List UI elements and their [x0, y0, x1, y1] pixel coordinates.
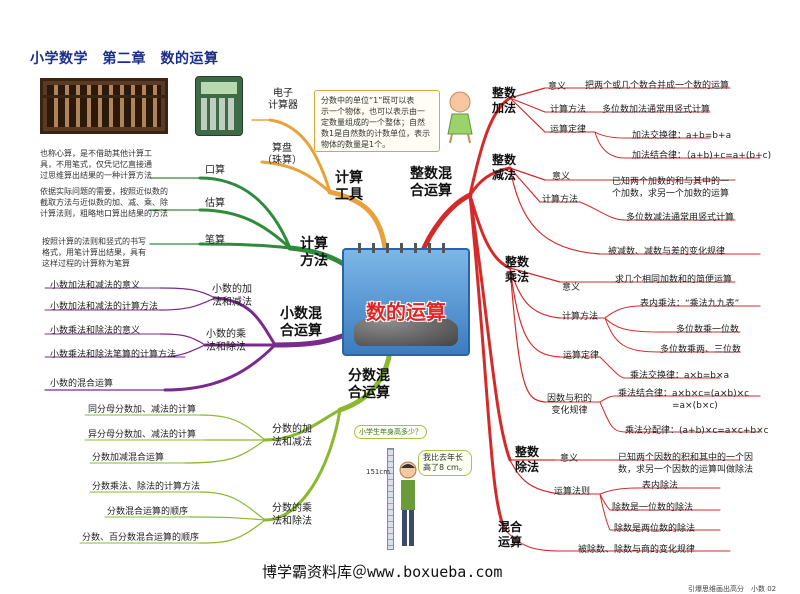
node-integer-subtraction[interactable]: 整数 减法: [492, 153, 517, 182]
node-calc-methods[interactable]: 计算 方法: [300, 236, 328, 269]
page-title: 小学数学 第二章 数的运算: [30, 51, 219, 67]
multiplication-method-3: 多位数乘两、三位数: [660, 345, 742, 355]
node-fraction-mixed[interactable]: 分数混 合运算: [348, 368, 390, 401]
note-text: 分数中的单位“1”既可以表 示一个物体，也可以表示由一 定数量组成的一个整体；自…: [321, 96, 431, 149]
node-fraction-mul-div[interactable]: 分数的乘 法和除法: [272, 503, 312, 527]
fraction-mul-div-item-1: 分数乘法、除法的计算方法: [92, 482, 201, 492]
addition-meaning: 把两个或几个数合并成一个数的运算: [585, 81, 730, 91]
addition-law-label: 运算定律: [550, 125, 587, 135]
subtraction-relation: 被减数、减数与差的变化规律: [608, 247, 726, 257]
written-desc: 按照计算的法则和竖式的书写 格式，用笔计算出结果，具有 这样过程的计算称为笔算: [42, 237, 146, 268]
multiplication-law-commutative: 乘法交换律：a×b=b×a: [630, 371, 730, 381]
addition-commutative: 加法交换律：a+b=b+a: [632, 131, 732, 141]
node-written[interactable]: 笔算: [205, 235, 225, 246]
branch-calc-methods: [149, 176, 348, 268]
stones-image: [354, 312, 458, 346]
node-oral[interactable]: 口算: [205, 165, 225, 176]
addition-method-label: 计算方法: [550, 105, 587, 115]
division-meaning-label: 意义: [560, 454, 579, 464]
division-meaning: 已知两个因数的积和其中的一个因 数，求另一个因数的运算叫做除法: [618, 453, 754, 475]
decimal-add-sub-item-1: 小数加法和减法的意义: [50, 281, 141, 291]
addition-associative: 加法结合律：（a+b)+c=a+(b+c): [632, 151, 772, 161]
node-electronic-calculator[interactable]: 电子 计算器: [268, 88, 298, 111]
fraction-add-sub-item-2: 异分母分数加、减法的计算: [88, 430, 197, 440]
multiplication-meaning: 求几个相同加数和的简便运算: [615, 275, 733, 285]
abacus-image: [40, 78, 168, 134]
girl-illustration: [447, 91, 473, 144]
footer-watermark[interactable]: 博学霸资料库＠www.boxueba.com: [262, 563, 503, 581]
node-decimal-add-sub[interactable]: 小数的加 法和减法: [212, 284, 252, 308]
decimal-mul-div-item-1: 小数乘法和除法的意义: [50, 326, 141, 336]
calendar-rings-icon: [358, 243, 454, 253]
subtraction-meaning-label: 意义: [552, 172, 571, 182]
division-rule-1: 表内除法: [642, 481, 679, 491]
estimate-desc: 依据实际问题的需要，按照近似数的 截取方法与近似数的加、减、乘、除 计算法则，粗…: [40, 187, 168, 218]
addition-meaning-label: 意义: [548, 82, 567, 92]
node-mixed-calc[interactable]: 混合 运算: [498, 520, 523, 549]
node-integer-multiplication[interactable]: 整数 乘法: [505, 255, 530, 284]
calculator-image: [195, 76, 243, 136]
node-integer-addition[interactable]: 整数 加法: [492, 86, 517, 115]
fraction-mul-div-item-3: 分数、百分数混合运算的顺序: [82, 533, 200, 543]
branch-fraction: [79, 349, 393, 544]
branch-calc-tools: [251, 118, 388, 251]
oral-desc: 也称心算，是不借助其他计算工 具，不用笔式，仅凭记忆直接通 过思维算出结果的一种…: [40, 149, 152, 180]
branch-decimal: [44, 287, 348, 392]
multiplication-method-label: 计算方法: [562, 312, 599, 322]
node-estimate[interactable]: 估算: [205, 198, 225, 209]
node-integer-mixed[interactable]: 整数混 合运算: [410, 166, 452, 199]
multiplication-meaning-label: 意义: [562, 283, 581, 293]
fraction-mul-div-item-2: 分数混合运算的顺序: [107, 507, 189, 517]
question-bubble: 小学生年身高多少？: [354, 425, 427, 439]
multiplication-method-2: 多位数乘一位数: [676, 325, 740, 335]
subtraction-method-label: 计算方法: [542, 195, 579, 205]
node-decimal-mixed[interactable]: 小数混 合运算: [280, 306, 322, 339]
central-topic[interactable]: 数的运算: [342, 243, 470, 356]
central-topic-title: 数的运算: [366, 300, 446, 324]
node-abacus[interactable]: 算盘 （珠算）: [262, 143, 302, 166]
note-box: 分数中的单位“1”既可以表 示一个物体，也可以表示由一 定数量组成的一个整体；自…: [314, 90, 440, 152]
node-fraction-add-sub[interactable]: 分数的加 法和减法: [272, 424, 312, 448]
height-label: 151cm: [366, 468, 391, 476]
boy-illustration: [399, 461, 417, 546]
height-ruler: [387, 448, 394, 550]
page-number: 引爆思维画出高分 小数 02: [688, 585, 777, 593]
division-rule-2: 除数是一位数的除法: [612, 503, 694, 513]
node-integer-division[interactable]: 整数 除法: [515, 445, 540, 474]
multiplication-relation: 因数与积的 变化规律: [547, 394, 593, 416]
fraction-add-sub-item-1: 同分母分数加、减法的计算: [88, 405, 197, 415]
multiplication-law-label: 运算定律: [563, 351, 600, 361]
fraction-add-sub-item-3: 分数加减混合运算: [92, 453, 165, 463]
multiplication-law-associative: 乘法结合律：a×b×c=(a×b)×c =a×(b×c): [618, 389, 750, 411]
answer-bubble: 我比去年长 高了8 cm。: [418, 450, 472, 476]
multiplication-method-1: 表内乘法：“乘法九九表”: [640, 299, 740, 309]
node-decimal-mul-div[interactable]: 小数的乘 法和除法: [206, 329, 246, 353]
multiplication-law-distributive: 乘法分配律：(a+b)×c=a×c+b×c: [625, 426, 769, 436]
division-relation: 被除数、除数与商的变化规律: [578, 545, 696, 555]
decimal-mul-div-item-2: 小数乘法和除法笔算的计算方法: [50, 350, 177, 360]
addition-method: 多位数加法通常用竖式计算: [602, 105, 711, 115]
subtraction-meaning: 已知两个加数的和与其中的一 个加数，求另一个加数的运算: [612, 177, 730, 199]
division-rule-3: 除数是两位数的除法: [614, 524, 696, 534]
decimal-mixed-item: 小数的混合运算: [50, 379, 114, 389]
node-calc-tools[interactable]: 计算 工具: [335, 170, 363, 203]
division-rule-label: 运算法则: [554, 487, 591, 497]
subtraction-method: 多位数减法通常用竖式计算: [626, 213, 735, 223]
decimal-add-sub-item-2: 小数加法和减法的计算方法: [50, 302, 159, 312]
